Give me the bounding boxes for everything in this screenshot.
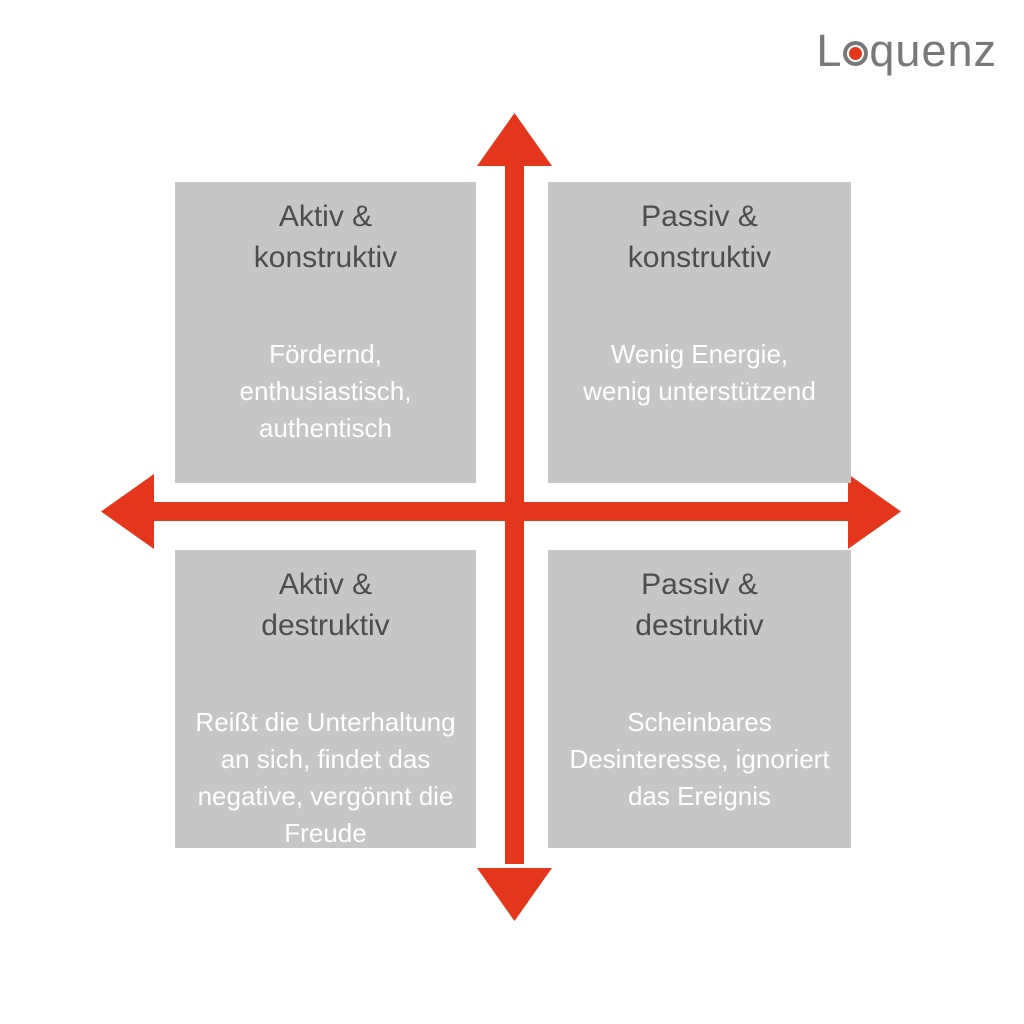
quadrant-aktiv-destruktiv: Aktiv & destruktiv Reißt die Unterhaltun…	[175, 550, 476, 848]
quadrant-passiv-konstruktiv: Passiv & konstruktiv Wenig Energie, weni…	[548, 182, 851, 483]
logo-o-dot-icon	[843, 41, 869, 66]
quadrant-description: Reißt die Unterhaltung an sich, findet d…	[195, 707, 456, 848]
logo-letter-l: L	[816, 25, 843, 76]
quadrant-title: Aktiv & konstruktiv	[253, 200, 398, 274]
horizontal-axis-arrow	[101, 474, 901, 549]
quadrant-title: Passiv & konstruktiv	[627, 200, 772, 274]
quadrant-passiv-destruktiv: Passiv & destruktiv Scheinbares Desinter…	[548, 550, 851, 848]
quadrant-title: Passiv & destruktiv	[635, 568, 764, 642]
quadrant-description: Wenig Energie, wenig unterstützend	[583, 339, 816, 406]
quadrant-title: Aktiv & destruktiv	[261, 568, 390, 642]
quadrant-description: Scheinbares Desinteresse, ignoriert das …	[569, 707, 830, 811]
quadrant-description: Fördernd, enthusiastisch, authentisch	[239, 339, 412, 443]
quadrant-aktiv-konstruktiv: Aktiv & konstruktiv Fördernd, enthusiast…	[175, 182, 476, 483]
logo-letters-rest: quenz	[869, 25, 997, 76]
logo-red-dot	[849, 47, 863, 60]
